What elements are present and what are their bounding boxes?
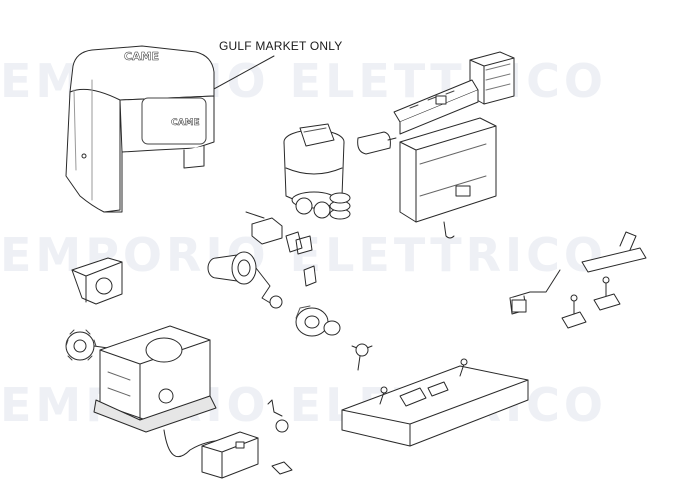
cam-clamp-right <box>593 276 621 311</box>
release-key <box>267 399 293 475</box>
screw-terminal <box>245 211 313 255</box>
worm-gear <box>295 305 341 337</box>
cover-logo: CAME <box>124 50 159 63</box>
small-key <box>303 265 317 287</box>
base-plate <box>341 358 529 447</box>
limit-switch-rail <box>581 231 647 273</box>
end-cap <box>71 257 123 305</box>
cam-clamp-left <box>561 294 587 329</box>
mounting-bracket <box>399 117 497 239</box>
junction-box <box>201 431 259 479</box>
gulf-market-callout: GULF MARKET ONLY <box>219 39 343 53</box>
limit-switch-arm <box>509 269 561 315</box>
motor-cover <box>65 45 215 213</box>
capacitor <box>357 131 397 155</box>
output-shaft <box>207 251 283 309</box>
cover-panel-logo: CAME <box>171 118 200 128</box>
gear-motor <box>283 123 345 219</box>
release-pin <box>351 343 373 371</box>
gearbox-housing <box>93 325 217 433</box>
drive-pinion <box>65 329 109 361</box>
control-board <box>393 79 479 135</box>
spring-stack <box>329 192 351 220</box>
